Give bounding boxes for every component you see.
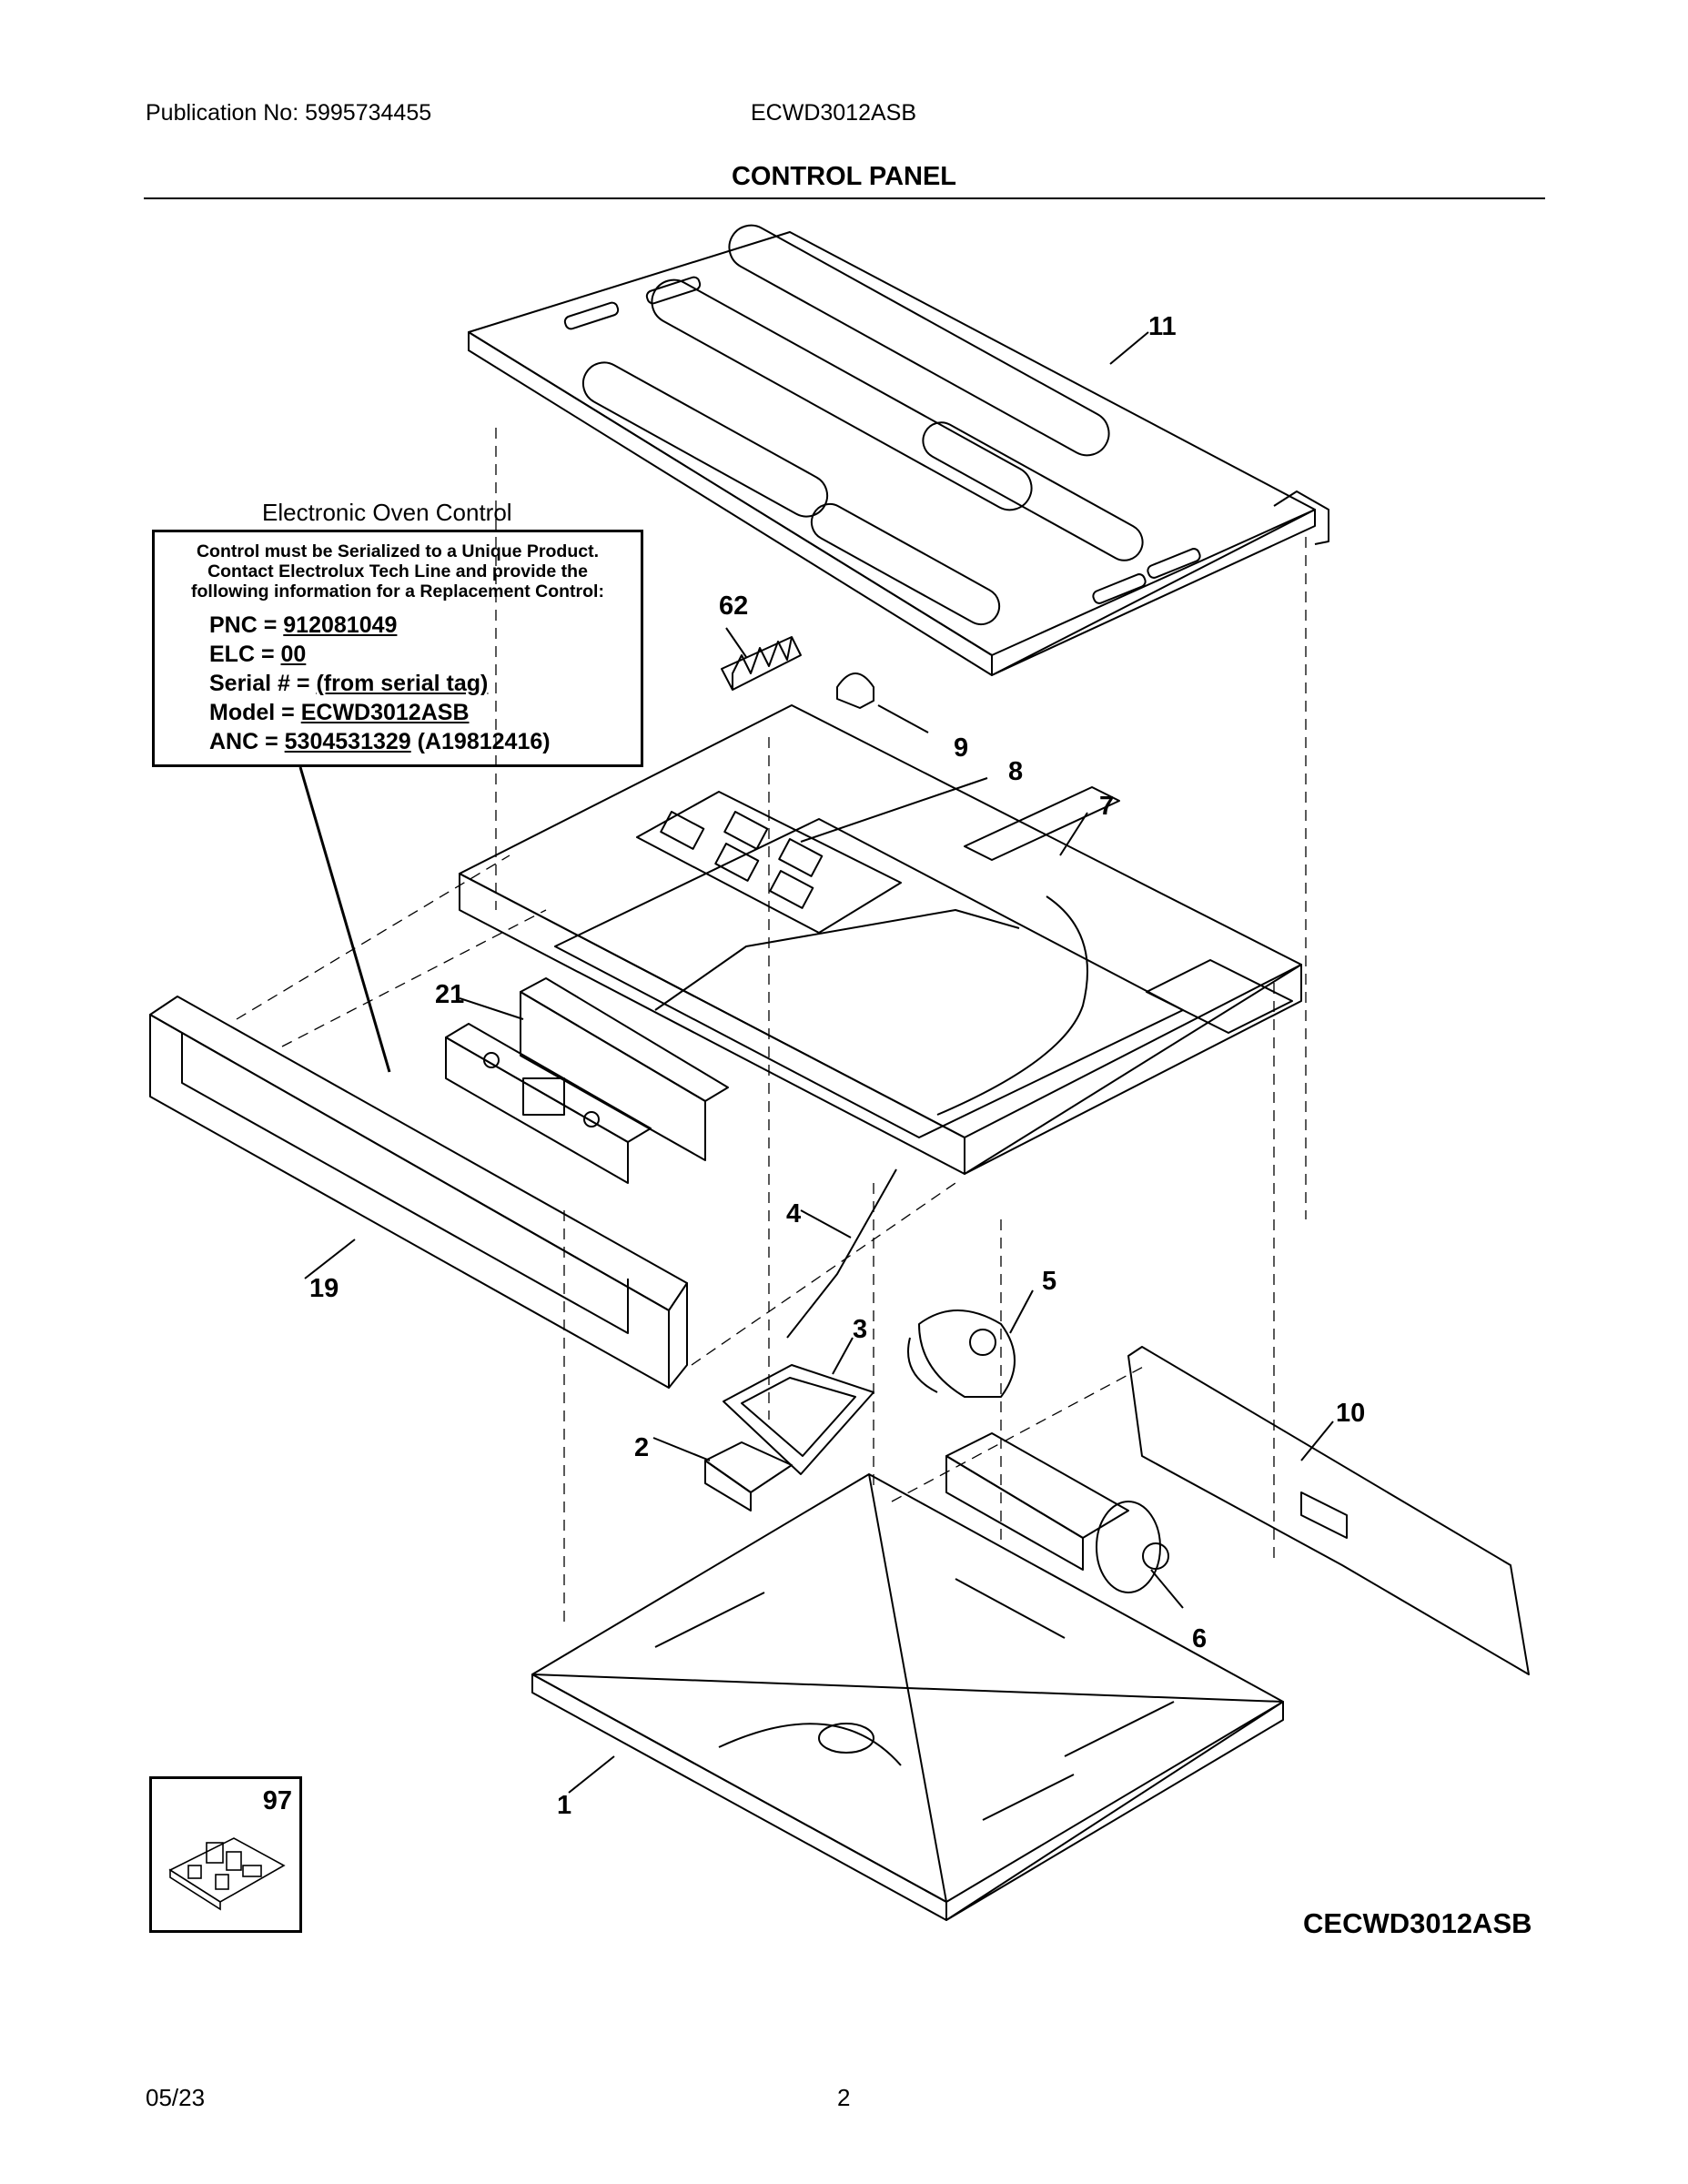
part-8-control-board bbox=[636, 791, 902, 934]
publication-date: 05/23 bbox=[146, 2084, 206, 2111]
circuit-board-icon bbox=[168, 1837, 286, 1911]
model-number: ECWD3012ASB bbox=[751, 100, 917, 126]
pnc-field: PNC = 912081049 bbox=[209, 612, 398, 638]
eoc-pointer bbox=[298, 766, 391, 1073]
leader-19 bbox=[304, 1239, 356, 1279]
part-6-fan-motor bbox=[945, 1432, 1169, 1593]
leader-5 bbox=[1009, 1289, 1034, 1334]
leader-10 bbox=[1300, 1421, 1334, 1461]
leader-9 bbox=[877, 704, 929, 733]
leader-3 bbox=[832, 1337, 854, 1375]
leader-8 bbox=[800, 777, 988, 843]
part-5-blower bbox=[907, 1309, 1016, 1398]
part-4-harness bbox=[786, 1168, 897, 1339]
leader-7 bbox=[1059, 812, 1088, 856]
elc-field: ELC = 00 bbox=[209, 642, 307, 667]
part-1-bottom-tray bbox=[531, 1473, 1284, 1921]
eoc-title: Electronic Oven Control bbox=[262, 499, 512, 526]
alignment-lines bbox=[236, 428, 1307, 1629]
callout-2: 2 bbox=[634, 1433, 650, 1462]
section-title: CONTROL PANEL bbox=[731, 162, 957, 191]
leader-2 bbox=[652, 1437, 711, 1461]
page-number: 2 bbox=[837, 2084, 851, 2111]
callout-6: 6 bbox=[1192, 1624, 1208, 1653]
part-62-terminal-block bbox=[721, 636, 802, 691]
anc-field: ANC = 5304531329 (A19812416) bbox=[209, 729, 551, 754]
callout-21: 21 bbox=[435, 980, 465, 1009]
leader-62 bbox=[725, 627, 747, 658]
callout-5: 5 bbox=[1042, 1267, 1057, 1296]
leader-11 bbox=[1109, 331, 1149, 365]
eoc-note-line: Contact Electrolux Tech Line and provide… bbox=[207, 561, 588, 581]
leader-6 bbox=[1150, 1569, 1184, 1609]
serial-field: Serial # = (from serial tag) bbox=[209, 671, 489, 696]
reference-number: 97 bbox=[262, 1786, 292, 1815]
part-9-clip bbox=[836, 672, 874, 709]
part-21-bracket bbox=[520, 977, 729, 1161]
leader-21 bbox=[459, 997, 524, 1020]
title-divider bbox=[144, 197, 1545, 199]
callout-7: 7 bbox=[1099, 792, 1115, 821]
callout-11: 11 bbox=[1148, 312, 1177, 341]
eoc-note-line: following information for a Replacement … bbox=[191, 581, 604, 602]
model-field: Model = ECWD3012ASB bbox=[209, 700, 470, 725]
callout-1: 1 bbox=[557, 1791, 572, 1820]
leader-1 bbox=[568, 1755, 615, 1794]
callout-10: 10 bbox=[1336, 1399, 1366, 1428]
callout-19: 19 bbox=[309, 1274, 339, 1303]
eoc-info-box: Control must be Serialized to a Unique P… bbox=[152, 530, 643, 767]
reference-box-97: 97 bbox=[149, 1776, 302, 1933]
callout-4: 4 bbox=[786, 1199, 802, 1228]
callout-62: 62 bbox=[719, 592, 749, 621]
part-7-frame bbox=[459, 704, 1302, 1175]
leader-4 bbox=[800, 1209, 852, 1239]
eoc-note-line: Control must be Serialized to a Unique P… bbox=[196, 541, 600, 561]
callout-9: 9 bbox=[954, 733, 969, 763]
callout-3: 3 bbox=[853, 1315, 868, 1344]
part-2-bracket bbox=[704, 1441, 793, 1512]
part-10-rear-panel bbox=[1127, 1346, 1530, 1675]
electronic-oven-control-module bbox=[445, 1023, 652, 1184]
callout-8: 8 bbox=[1008, 757, 1024, 786]
part-3-gasket bbox=[723, 1364, 874, 1475]
drawing-code: CECWD3012ASB bbox=[1303, 1907, 1532, 1939]
part-19-trim bbox=[149, 996, 688, 1389]
publication-number: Publication No: 5995734455 bbox=[146, 100, 432, 126]
part-11-top-panel bbox=[468, 224, 1329, 676]
